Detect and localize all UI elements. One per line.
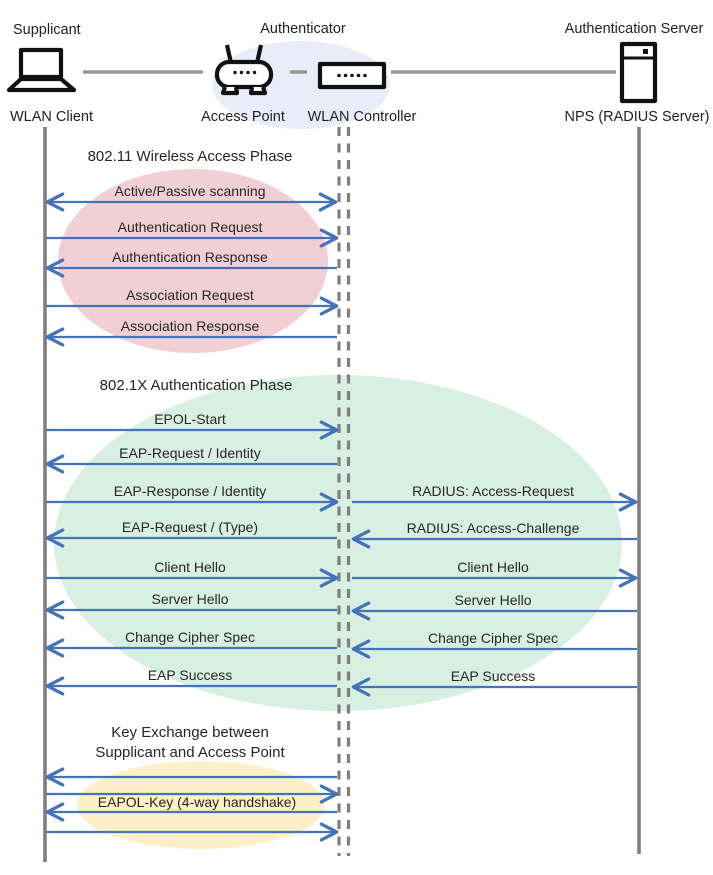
- msg-association-response-label: Association Response: [121, 318, 260, 334]
- msg-eap-success-right-label: EAP Success: [451, 668, 536, 684]
- wlan-controller-icon: [317, 61, 387, 90]
- msg-association-request-label: Association Request: [126, 287, 254, 303]
- phase3-ellipse: [77, 761, 325, 849]
- ap-body: [214, 59, 274, 90]
- msg-eap-response-identity-label: EAP-Response / Identity: [114, 483, 267, 499]
- controller-led: [350, 73, 354, 78]
- server-icon: [619, 41, 658, 104]
- controller-led: [363, 73, 367, 78]
- controller-led: [337, 73, 341, 78]
- role-auth-server-label: Authentication Server: [565, 21, 704, 37]
- ap-foot-left: [220, 86, 240, 96]
- laptop-base: [6, 76, 77, 93]
- device-wlan-client-label: WLAN Client: [10, 109, 93, 125]
- msg-radius-access-challenge-label: RADIUS: Access-Challenge: [407, 520, 580, 536]
- msg-authentication-response-label: Authentication Response: [112, 249, 268, 265]
- msg-eap-request-identity-label: EAP-Request / Identity: [119, 445, 261, 461]
- phase3-title-line2: Supplicant and Access Point: [95, 744, 285, 761]
- msg-epol-start-label: EPOL-Start: [154, 411, 226, 427]
- server-body: [619, 41, 658, 104]
- ap-led: [233, 70, 237, 75]
- msg-server-hello-left-label: Server Hello: [151, 591, 228, 607]
- role-authenticator-label: Authenticator: [260, 21, 346, 37]
- msg-eap-success-left-label: EAP Success: [148, 667, 233, 683]
- msg-scanning-label: Active/Passive scanning: [115, 183, 266, 199]
- ap-led: [246, 70, 250, 75]
- device-access-point-label: Access Point: [201, 109, 285, 125]
- msg-client-hello-left-label: Client Hello: [154, 559, 226, 575]
- laptop-icon: [6, 47, 77, 93]
- access-point-icon: [214, 44, 274, 96]
- laptop-screen: [18, 47, 64, 80]
- msg-client-hello-right-label: Client Hello: [457, 559, 529, 575]
- ap-led: [252, 70, 257, 75]
- ap-foot-right: [248, 86, 268, 96]
- msg-change-cipher-spec-left-label: Change Cipher Spec: [125, 629, 255, 645]
- controller-led: [356, 73, 361, 78]
- role-supplicant-label: Supplicant: [13, 22, 81, 38]
- msg-eap-request-type-label: EAP-Request / (Type): [122, 519, 258, 535]
- msg-radius-access-request-label: RADIUS: Access-Request: [412, 483, 574, 499]
- controller-led: [343, 73, 348, 78]
- msg-eapol-key-label: EAPOL-Key (4-way handshake): [98, 794, 296, 810]
- phase3-title-line1: Key Exchange between: [111, 724, 269, 741]
- msg-server-hello-right-label: Server Hello: [454, 592, 531, 608]
- phase1-title: 802.11 Wireless Access Phase: [88, 148, 293, 165]
- msg-authentication-request-label: Authentication Request: [118, 219, 263, 235]
- phase2-title: 802.1X Authentication Phase: [100, 377, 293, 394]
- server-led: [643, 49, 648, 54]
- msg-change-cipher-spec-right-label: Change Cipher Spec: [428, 630, 558, 646]
- device-nps-label: NPS (RADIUS Server): [564, 109, 709, 125]
- ap-led: [239, 70, 244, 75]
- device-wlan-controller-label: WLAN Controller: [308, 109, 417, 125]
